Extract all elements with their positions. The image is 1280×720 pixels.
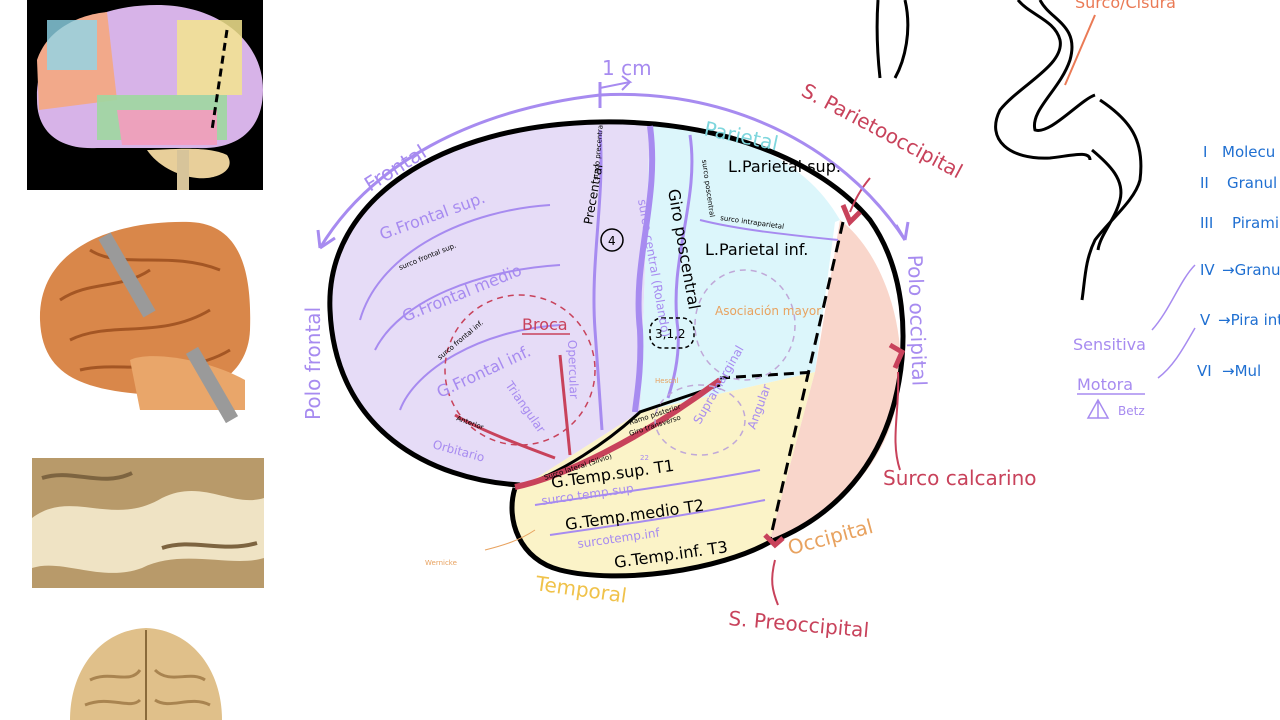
layer-4-numeral: IV [1200,261,1215,279]
gyrus-section-outline [1080,98,1143,301]
motora-pointer [1157,327,1196,379]
wernicke-pointer [484,529,536,551]
parietooccipital-marker [840,204,862,227]
association-area-outline [694,269,796,381]
brain-lateral-illustration [27,0,263,190]
superior-parietal-lobule-label: L.Parietal sup. [728,157,841,176]
betz-label: Betz [1118,404,1145,418]
layer-4-name: →Granu inter [1222,261,1280,279]
parietooccipital-pointer [849,177,871,213]
inferior-temporal-sulcus-line [549,499,766,536]
brain-retractor-illustration [39,221,251,424]
layer-5-numeral: V [1200,311,1211,329]
sensitiva-label: Sensitiva [1073,335,1146,354]
cortex-section-outline [893,0,910,79]
frontal-gyrus-divider [399,324,561,411]
sulcus-cisura-label: Surco/Cisura [1075,0,1176,12]
sulcus-pointer-line [1064,14,1096,86]
ascending-ramus-line [558,354,572,456]
inferior-parietal-lobule-label: L.Parietal inf. [705,240,808,259]
temporal-lobe-region [512,372,815,576]
preoccipital-line [768,221,845,541]
superior-temporal-sulcus-line [534,469,761,506]
betz-pyramid-icon [1086,398,1110,419]
postcentral-sulcus-line [666,134,694,399]
broca-area-outline [444,294,596,446]
brain-superior-illustration [30,610,262,720]
area-22-label: 22 [640,454,649,462]
preoccipital-pointer [771,559,779,606]
brain-with-retractors-photo [30,210,252,425]
layer-6-name: →Mul [1222,362,1261,380]
layer-5-name: →Pira inter [1218,311,1280,329]
area-4-label: 4 [608,234,616,248]
preoccipital-label: S. Preoccipital [728,606,870,642]
scale-arrow [599,75,633,91]
sensitiva-pointer [1151,264,1196,331]
area-4-circle [600,228,624,252]
layer-1-numeral: I [1203,143,1207,161]
gyrus-section-outline [1033,0,1096,132]
scale-label: 1 cm [602,56,652,80]
association-area-label: Asociación mayor [715,304,821,318]
occipital-pole-label: Polo occipital [903,254,932,386]
area-312-box [649,317,695,349]
cortex-layers-legend: I Molecu II Granul externa III Pirami ex… [1197,143,1280,380]
calcarine-label: Surco calcarino [883,466,1037,490]
area-312-label: 3,1,2 [655,327,686,341]
frontal-lobe-region [329,122,650,485]
layer-1-name: Molecu [1222,143,1275,161]
wernicke-area-outline [654,384,746,456]
layer-2-numeral: II [1200,174,1209,192]
intraparietal-sulcus-line [699,219,839,241]
brain-section-photo [32,458,264,588]
layer-3-numeral: III [1200,214,1213,232]
motora-label: Motora [1077,375,1133,394]
calcarine-marker [888,342,906,370]
wernicke-label: Wernicke [425,559,457,567]
brain-outline [327,119,906,579]
anterior-ramus-line [454,413,556,460]
lateral-brain-colored-photo [27,0,263,190]
brain-section-illustration [32,458,264,588]
central-sulcus-line [632,125,656,413]
layer-2-name: Granul externa [1227,174,1280,192]
layer-3-name: Pirami externa [1232,214,1280,232]
arrow-head-frontal [316,229,336,250]
lateral-sulcus-red [514,377,722,490]
gyrus-section-outline [994,0,1092,161]
cortex-section-outline [875,0,882,79]
superior-frontal-sulcus-line [359,204,551,321]
arrow-head-occipital [894,221,910,241]
broca-label: Broca [522,315,568,334]
brain-superior-view-photo [30,610,262,720]
preoccipital-marker [763,533,785,549]
frontal-pole-label: Polo frontal [301,307,325,420]
precentral-sulcus-line [592,129,604,431]
heschl-label: Heschl [655,377,679,385]
layer-6-numeral: VI [1197,362,1212,380]
calcarine-pointer [894,371,901,471]
gyrus-section-outline [1091,148,1123,251]
opercular-label: Opercular [565,340,581,399]
inferior-frontal-sulcus-line [374,264,561,351]
